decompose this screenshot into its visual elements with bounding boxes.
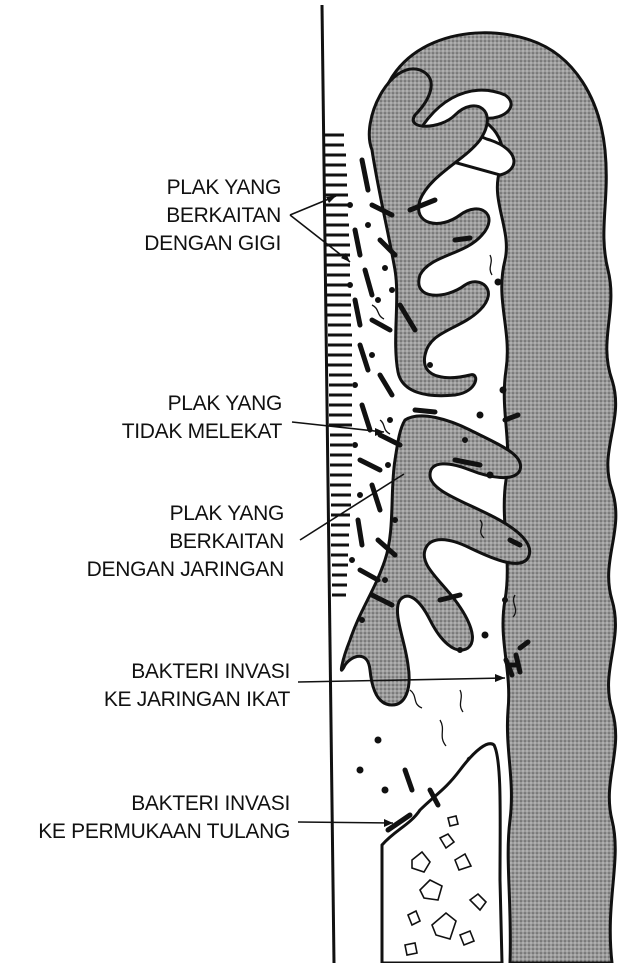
label-line: TIDAK MELEKAT <box>122 418 282 446</box>
label-line: BAKTERI INVASI <box>38 790 290 818</box>
epithelium-lower <box>341 416 529 705</box>
label-line: BERKAITAN <box>144 202 281 230</box>
label-line: PLAK YANG <box>87 500 284 528</box>
label-line: KE PERMUKAAN TULANG <box>38 818 290 846</box>
label-line: DENGAN GIGI <box>144 230 281 258</box>
label-line: KE JARINGAN IKAT <box>104 686 290 714</box>
alveolar-bone <box>382 744 502 963</box>
label-line: PLAK YANG <box>122 390 282 418</box>
label-invasion-bone-surface: BAKTERI INVASI KE PERMUKAAN TULANG <box>38 790 290 846</box>
label-line: PLAK YANG <box>144 174 281 202</box>
label-line: BAKTERI INVASI <box>104 658 290 686</box>
label-unattached-plaque: PLAK YANG TIDAK MELEKAT <box>122 390 282 446</box>
label-attached-tooth-plaque: PLAK YANG BERKAITAN DENGAN GIGI <box>144 174 281 258</box>
label-line: DENGAN JARINGAN <box>87 556 284 584</box>
label-line: BERKAITAN <box>87 528 284 556</box>
label-invasion-connective-tissue: BAKTERI INVASI KE JARINGAN IKAT <box>104 658 290 714</box>
label-attached-tissue-plaque: PLAK YANG BERKAITAN DENGAN JARINGAN <box>87 500 284 584</box>
